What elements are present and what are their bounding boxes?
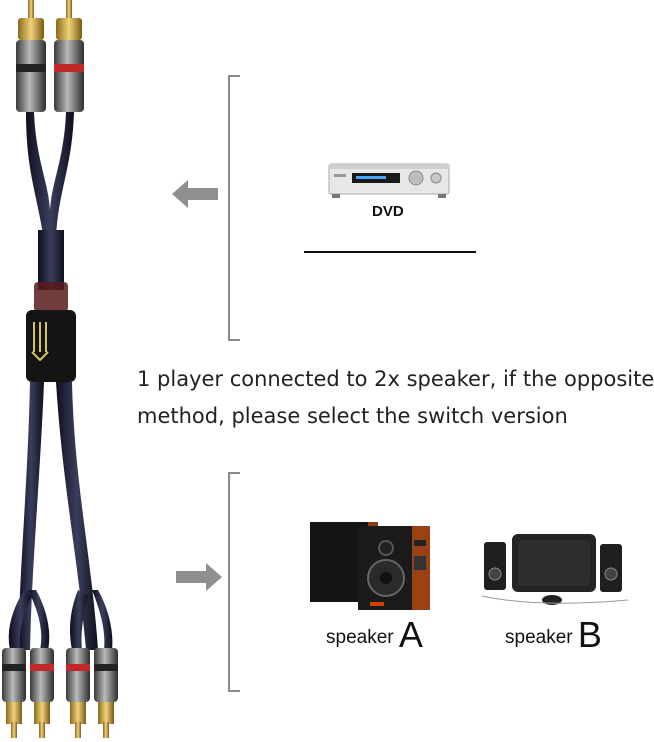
speaker-a-word: speaker <box>326 627 394 648</box>
left-arrow-icon <box>172 180 218 212</box>
divider-line <box>304 251 476 253</box>
right-arrow-icon <box>176 563 222 595</box>
desktop-speaker-system-icon <box>478 530 634 614</box>
dvd-label: DVD <box>372 203 404 220</box>
speaker-b-label: speaker B <box>505 614 602 656</box>
top-bracket <box>228 75 240 341</box>
y-splitter-cable-image <box>0 0 120 738</box>
rca-cable-icon <box>2 0 118 738</box>
description-line-2: method, please select the switch version <box>137 404 568 428</box>
bookshelf-speakers-icon <box>308 516 434 616</box>
speaker-a-letter: A <box>398 614 423 655</box>
speaker-a-label: speaker A <box>326 614 423 656</box>
speaker-b-word: speaker <box>505 627 573 648</box>
description-line-1: 1 player connected to 2x speaker, if the… <box>137 367 654 391</box>
dvd-player-icon <box>328 162 450 204</box>
bottom-bracket <box>228 472 240 692</box>
speaker-b-letter: B <box>577 614 602 655</box>
